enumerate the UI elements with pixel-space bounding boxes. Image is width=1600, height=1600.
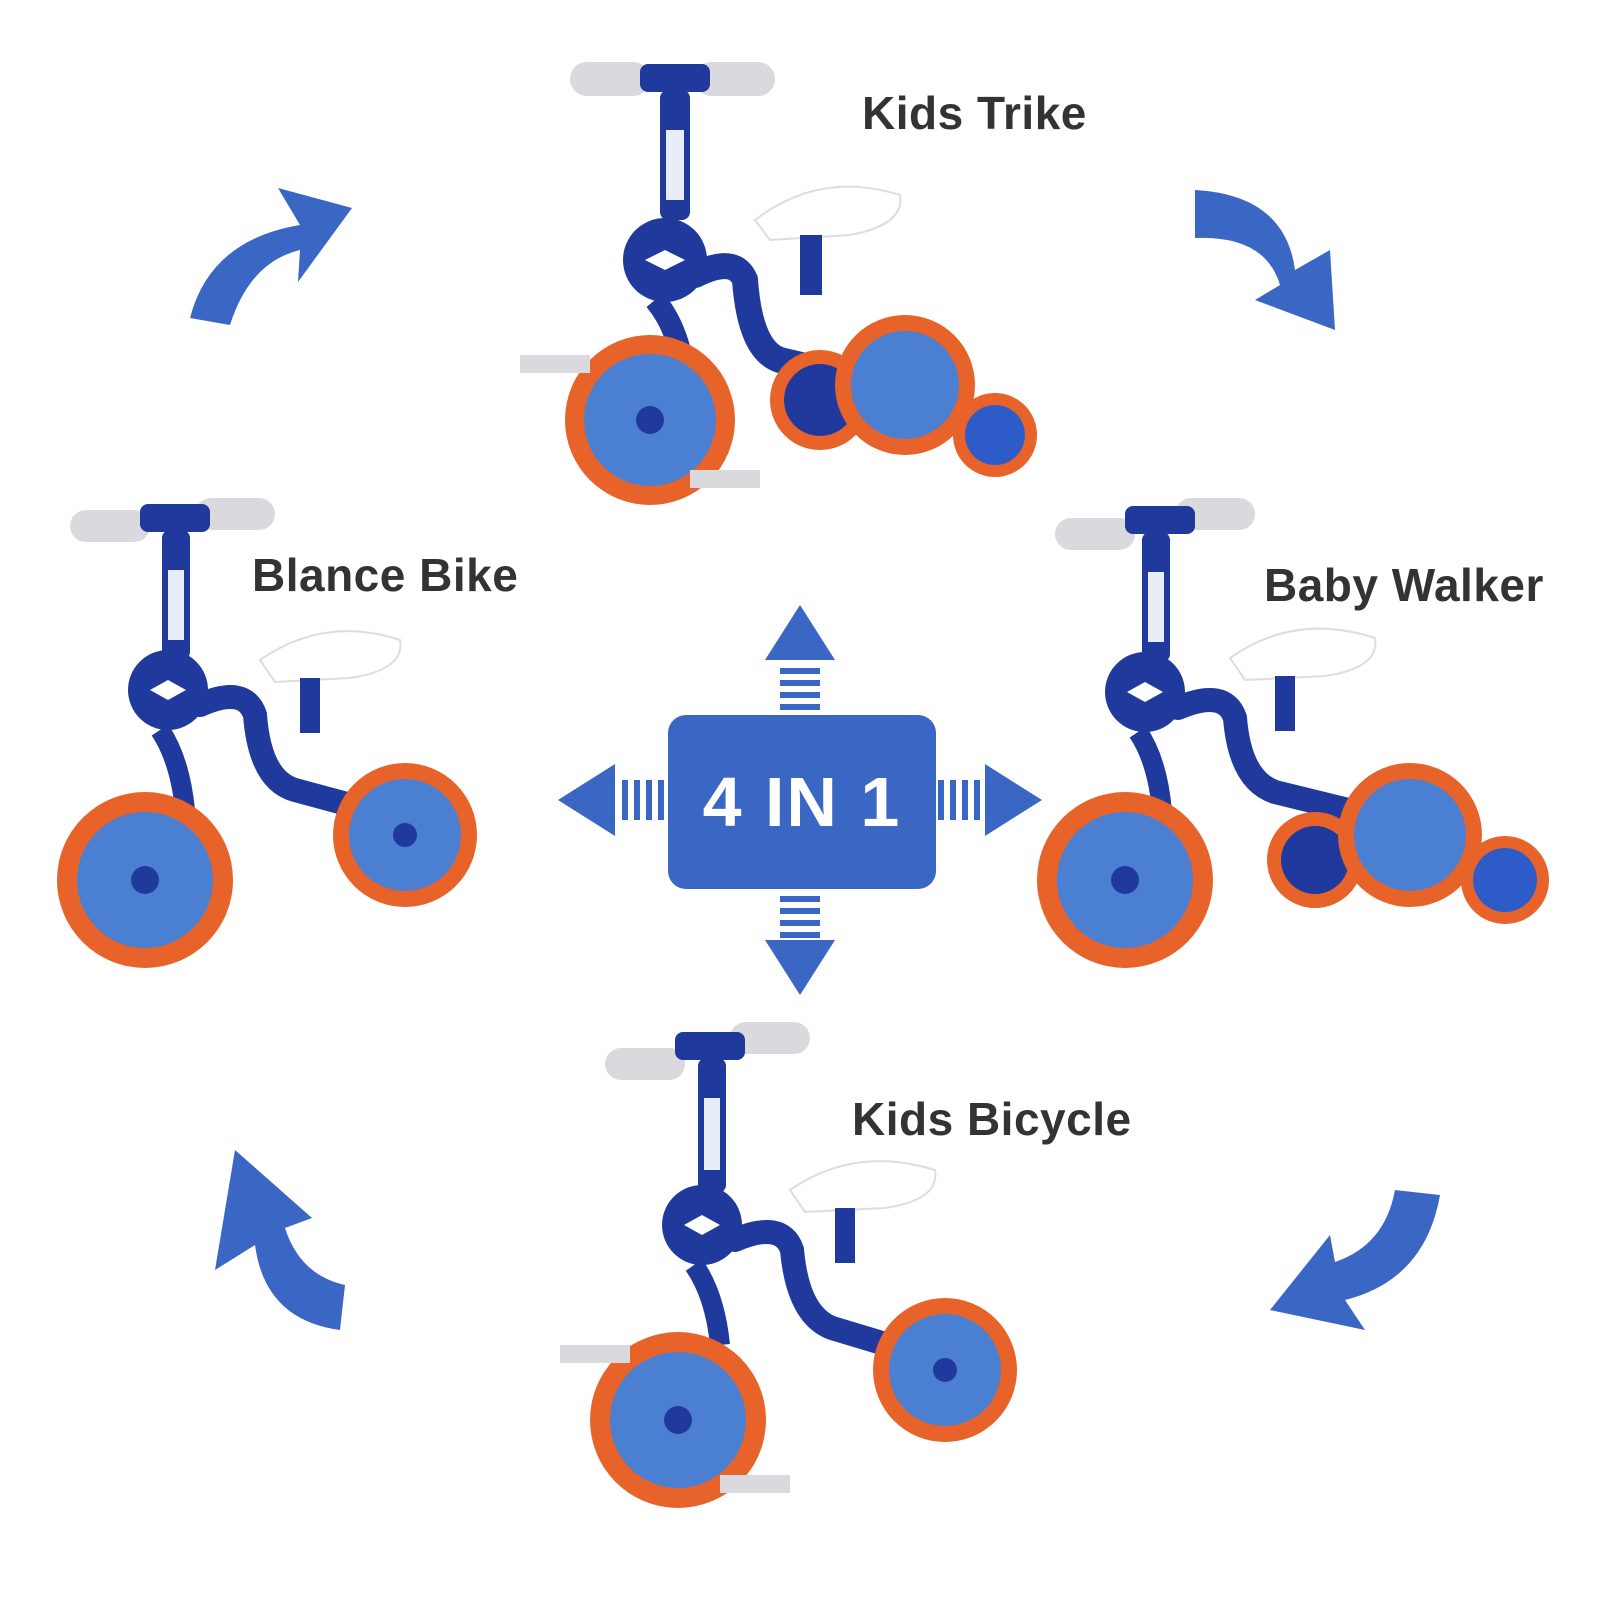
direction-arrow-icon [765, 896, 835, 995]
baby-walker-illustration [1037, 498, 1549, 968]
badge-text: 4 IN 1 [702, 763, 902, 841]
direction-arrow-icon [938, 764, 1042, 836]
kids-bicycle-illustration [560, 1022, 1017, 1508]
label-kids-trike: Kids Trike [862, 87, 1087, 139]
label-baby-walker: Baby Walker [1264, 559, 1544, 611]
cycle-arrow-icon [215, 1150, 345, 1330]
balance-bike-illustration [57, 498, 477, 968]
direction-arrow-icon [558, 764, 664, 836]
four-in-one-badge: 4 IN 1 [668, 715, 936, 889]
cycle-arrow-icon [1270, 1190, 1440, 1330]
label-kids-bicycle: Kids Bicycle [852, 1093, 1132, 1145]
label-balance-bike: Blance Bike [252, 549, 519, 601]
cycle-arrow-icon [190, 188, 352, 325]
kids-trike-illustration [520, 62, 1037, 505]
direction-arrow-icon [765, 605, 835, 710]
cycle-arrow-icon [1195, 190, 1335, 330]
